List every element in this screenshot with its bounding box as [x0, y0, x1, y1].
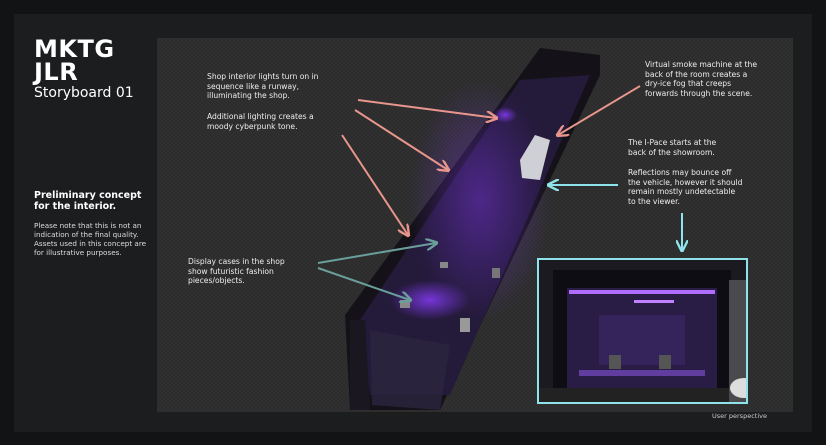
- annotation-moody: Additional lighting creates a moody cybe…: [207, 112, 314, 131]
- page-subtitle: Storyboard 01: [34, 85, 134, 101]
- annotation-ipace: The I-Pace starts at the back of the sho…: [628, 138, 717, 157]
- showroom-model: [345, 48, 600, 410]
- display-case: [400, 300, 410, 308]
- annotation-reflections: Reflections may bounce off the vehicle, …: [628, 168, 743, 206]
- annotation-arrows: [317, 85, 682, 300]
- display-case: [460, 318, 470, 332]
- display-case: [492, 268, 500, 278]
- car-icon: [520, 135, 550, 180]
- concept-note: Please note that this is not an indicati…: [34, 221, 147, 257]
- annotation-smoke: Virtual smoke machine at the back of the…: [645, 60, 757, 98]
- annotation-display: Display cases in the shop show futuristi…: [188, 257, 285, 285]
- storefront-illustration: [539, 260, 746, 402]
- display-case: [440, 262, 448, 268]
- annotation-lights: Shop interior lights turn on in sequence…: [207, 72, 319, 100]
- concept-heading: Preliminary concept for the interior.: [34, 190, 142, 212]
- inset-caption: User perspective: [712, 412, 767, 420]
- user-perspective-inset: [537, 258, 748, 404]
